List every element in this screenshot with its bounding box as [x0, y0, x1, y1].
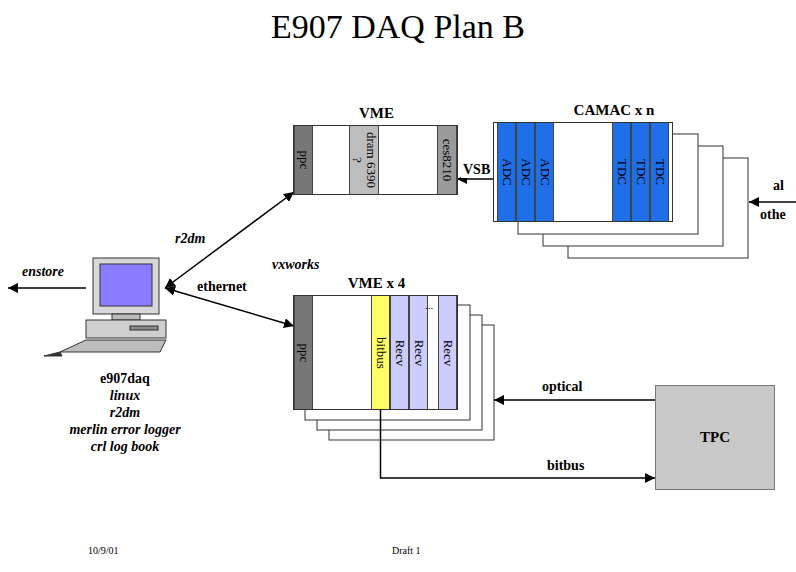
- slot-label: ADC: [500, 158, 514, 185]
- os-label: vxworks: [272, 257, 319, 273]
- module-name: ppc: [297, 151, 311, 170]
- module-slot: Recv: [438, 296, 457, 409]
- tpc-box: TPC: [655, 385, 775, 490]
- software-item: crl log book: [40, 438, 210, 455]
- module-name: Recv: [412, 339, 426, 366]
- connector: [165, 192, 294, 288]
- crate-heading: VME x 4: [294, 275, 459, 292]
- computer-node: e907daqlinuxr2dmmerlin error loggercrl l…: [85, 258, 165, 358]
- slot-label: Recv: [393, 339, 407, 366]
- module-name: ADC: [500, 158, 514, 185]
- module-name: Recv: [441, 339, 455, 366]
- connector: [381, 409, 656, 478]
- module-slot: ADC: [516, 123, 535, 221]
- module-slot: TDC: [612, 123, 631, 221]
- slot-label: ADC: [538, 158, 552, 185]
- slot-label: Recv: [412, 339, 426, 366]
- crate-heading: CAMAC x n: [494, 102, 734, 119]
- module-slot: bitbus: [371, 296, 390, 409]
- module-name: ?: [350, 132, 364, 188]
- module-name: ADC: [519, 158, 533, 185]
- slot-label: ppc: [297, 151, 311, 170]
- module-slot: TDC: [631, 123, 650, 221]
- ellipsis-label: ...: [425, 299, 433, 311]
- module-slot: dram 6390?: [349, 126, 379, 194]
- protocol-label: r2dm: [175, 231, 205, 247]
- diagram-title: E907 DAQ Plan B: [0, 8, 796, 46]
- slot-label: ces8210: [440, 139, 454, 182]
- storage-label: enstore: [22, 264, 64, 280]
- software-item: r2dm: [40, 404, 210, 421]
- module-slot: TDC: [650, 123, 669, 221]
- vme-crate: VMEppcdram 6390?ces8210: [293, 125, 458, 195]
- input-label: al: [773, 178, 784, 194]
- module-slot: ppc: [294, 296, 313, 409]
- slot-label: Recv: [441, 339, 455, 366]
- module-name: ppc: [297, 343, 311, 362]
- module-name: TDC: [615, 159, 629, 185]
- enstore-arrow: [8, 287, 86, 289]
- module-slot: ppc: [294, 126, 313, 194]
- date-label: 10/9/01: [88, 545, 119, 556]
- bus-label: VSB: [461, 162, 492, 178]
- module-name: TDC: [653, 159, 667, 185]
- input-arrow: [749, 201, 796, 203]
- module-name: dram 6390: [364, 132, 378, 188]
- slot-label: TDC: [653, 159, 667, 185]
- host-name: e907daq: [40, 370, 210, 387]
- connector: [494, 399, 655, 401]
- module-name: TDC: [634, 159, 648, 185]
- software-item: merlin error logger: [40, 421, 210, 438]
- module-slot: ces8210: [437, 126, 457, 194]
- module-slot: Recv: [390, 296, 409, 409]
- module-name: ADC: [538, 158, 552, 185]
- slot-label: ppc: [297, 343, 311, 362]
- module-name: Recv: [393, 339, 407, 366]
- slot-label: TDC: [634, 159, 648, 185]
- slot-label: ADC: [519, 158, 533, 185]
- computer-caption: e907daqlinuxr2dmmerlin error loggercrl l…: [40, 370, 210, 455]
- box-label: TPC: [700, 429, 730, 446]
- link-label: bitbus: [545, 458, 586, 474]
- module-slot: ADC: [535, 123, 554, 221]
- software-item: linux: [40, 387, 210, 404]
- network-label: ethernet: [195, 279, 249, 295]
- module-name: ces8210: [440, 139, 454, 182]
- camac-crate: CAMAC x nADCADCADCTDCTDCTDC: [493, 122, 673, 222]
- module-slot: ADC: [497, 123, 516, 221]
- input-label: othe: [760, 207, 786, 223]
- connector: [457, 178, 493, 180]
- module-slot: Recv: [409, 296, 428, 409]
- crate-heading: VME: [294, 105, 459, 122]
- link-label: optical: [540, 379, 584, 395]
- slot-label: TDC: [615, 159, 629, 185]
- module-name: bitbus: [374, 337, 388, 369]
- draft-label: Draft 1: [392, 545, 421, 556]
- vme-crate: VME x 4ppcbitbusRecvRecvRecv: [293, 295, 458, 410]
- slot-label: dram 6390?: [350, 132, 377, 188]
- slot-label: bitbus: [374, 337, 388, 369]
